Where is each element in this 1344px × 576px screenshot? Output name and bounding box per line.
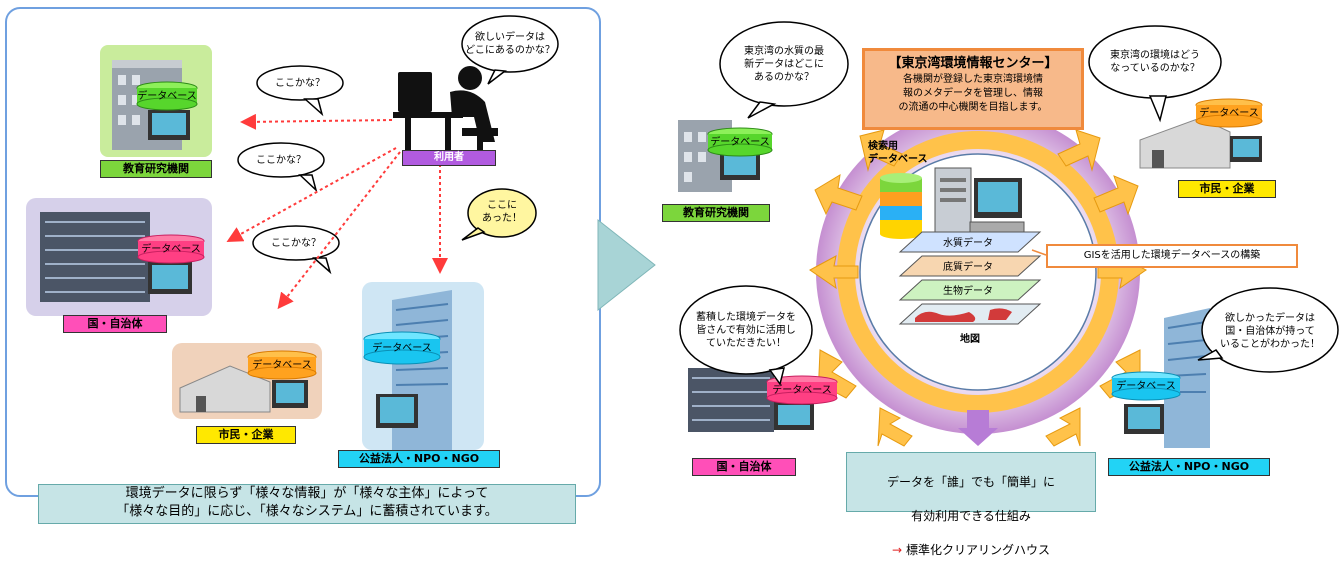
right-citizen-building-icon [1139,117,1262,169]
gis-label: GISを活用した環境データベースの構築 [1046,244,1298,268]
bubble-tr-text: 東京湾の環境はどう なっているのかな？ [1110,50,1200,74]
clearinghouse-line3-wrap: → 標準化クリアリングハウス [847,542,1095,559]
layer-biology: 生物データ [943,286,993,297]
gis-layers-icon [898,231,1042,325]
server-pc-icon [934,167,1025,241]
public-building-icon [362,282,484,450]
search-db-icon [880,173,922,239]
bubble-found-text: ここに あった！ [482,200,522,224]
user-icon [393,66,498,152]
layer-water: 水質データ [943,238,993,249]
info-center-body: 各機関が登録した東京湾環境情 報のメタデータを管理し、情報 の流通の中心機関を目… [898,74,1048,113]
search-arrows [226,113,448,310]
right-db-label-edu: データベース [710,137,770,148]
bubble-want-text: 欲しいデータは どこにあるのかな？ [465,32,555,56]
right-gov-building-icon [688,368,814,432]
bubble-q1-text: ここかな？ [275,77,325,89]
right-label-citizen: 市民・企業 [1178,180,1276,198]
transition-arrow [597,218,656,312]
right-label-edu: 教育研究機関 [662,204,770,222]
clearinghouse-line3: 標準化クリアリングハウス [905,543,1050,557]
right-bubbles [679,21,1339,386]
right-label-gov: 国・自治体 [692,458,796,476]
clearinghouse-box: データを「誰」でも「簡単」に 有効利用できる仕組み → 標準化クリアリングハウス [846,452,1096,557]
right-db-label-public: データベース [1116,381,1176,392]
map-label: 地図 [960,334,980,345]
bubble-bl-text: 蓄積した環境データを 皆さんで有効に活用し ていただきたい！ [696,311,796,349]
left-db-label-gov: データベース [141,244,201,255]
right-db-label-gov: データベース [772,385,832,396]
left-db-label-citizen: データベース [252,360,312,371]
left-caption: 環境データに限らず「様々な情報」が「様々な主体」によって 「様々な目的」に応じ、… [38,484,576,524]
left-db-label-edu: データベース [137,91,197,102]
search-db-label: 検索用 データベース [868,141,928,165]
clearinghouse-line2: 有効利用できる仕組み [911,509,1031,523]
red-arrow-icon: → [892,543,903,557]
left-label-user: 利用者 [402,150,496,166]
clearinghouse-line1: データを「誰」でも「簡単」に [886,475,1055,489]
left-db-label-public: データベース [372,343,432,354]
right-label-public: 公益法人・NPO・NGO [1108,458,1270,476]
bubble-q3-text: ここかな？ [271,237,321,249]
down-arrow [958,410,998,446]
right-db-label-citizen: データベース [1199,108,1259,119]
bubble-br-text: 欲しかったデータは 国・自治体が持って いることがわかった！ [1220,312,1320,350]
info-center-title: 【東京湾環境情報センター】 [888,56,1058,71]
layer-sediment: 底質データ [943,262,993,273]
diagram-canvas [5,7,1339,497]
left-label-public: 公益法人・NPO・NGO [338,450,500,468]
left-label-edu: 教育研究機関 [100,160,212,178]
bubble-tl-text: 東京湾の水質の最 新データはどこに あるのかな？ [744,45,824,83]
bubble-q2-text: ここかな？ [256,154,306,166]
left-bubbles [237,15,559,275]
gov-building-icon [26,198,212,316]
info-center-box: 【東京湾環境情報センター】 各機関が登録した東京湾環境情 報のメタデータを管理し… [862,48,1084,130]
left-label-citizen: 市民・企業 [196,426,296,444]
right-public-building-icon [1124,308,1210,448]
left-label-gov: 国・自治体 [63,315,167,333]
